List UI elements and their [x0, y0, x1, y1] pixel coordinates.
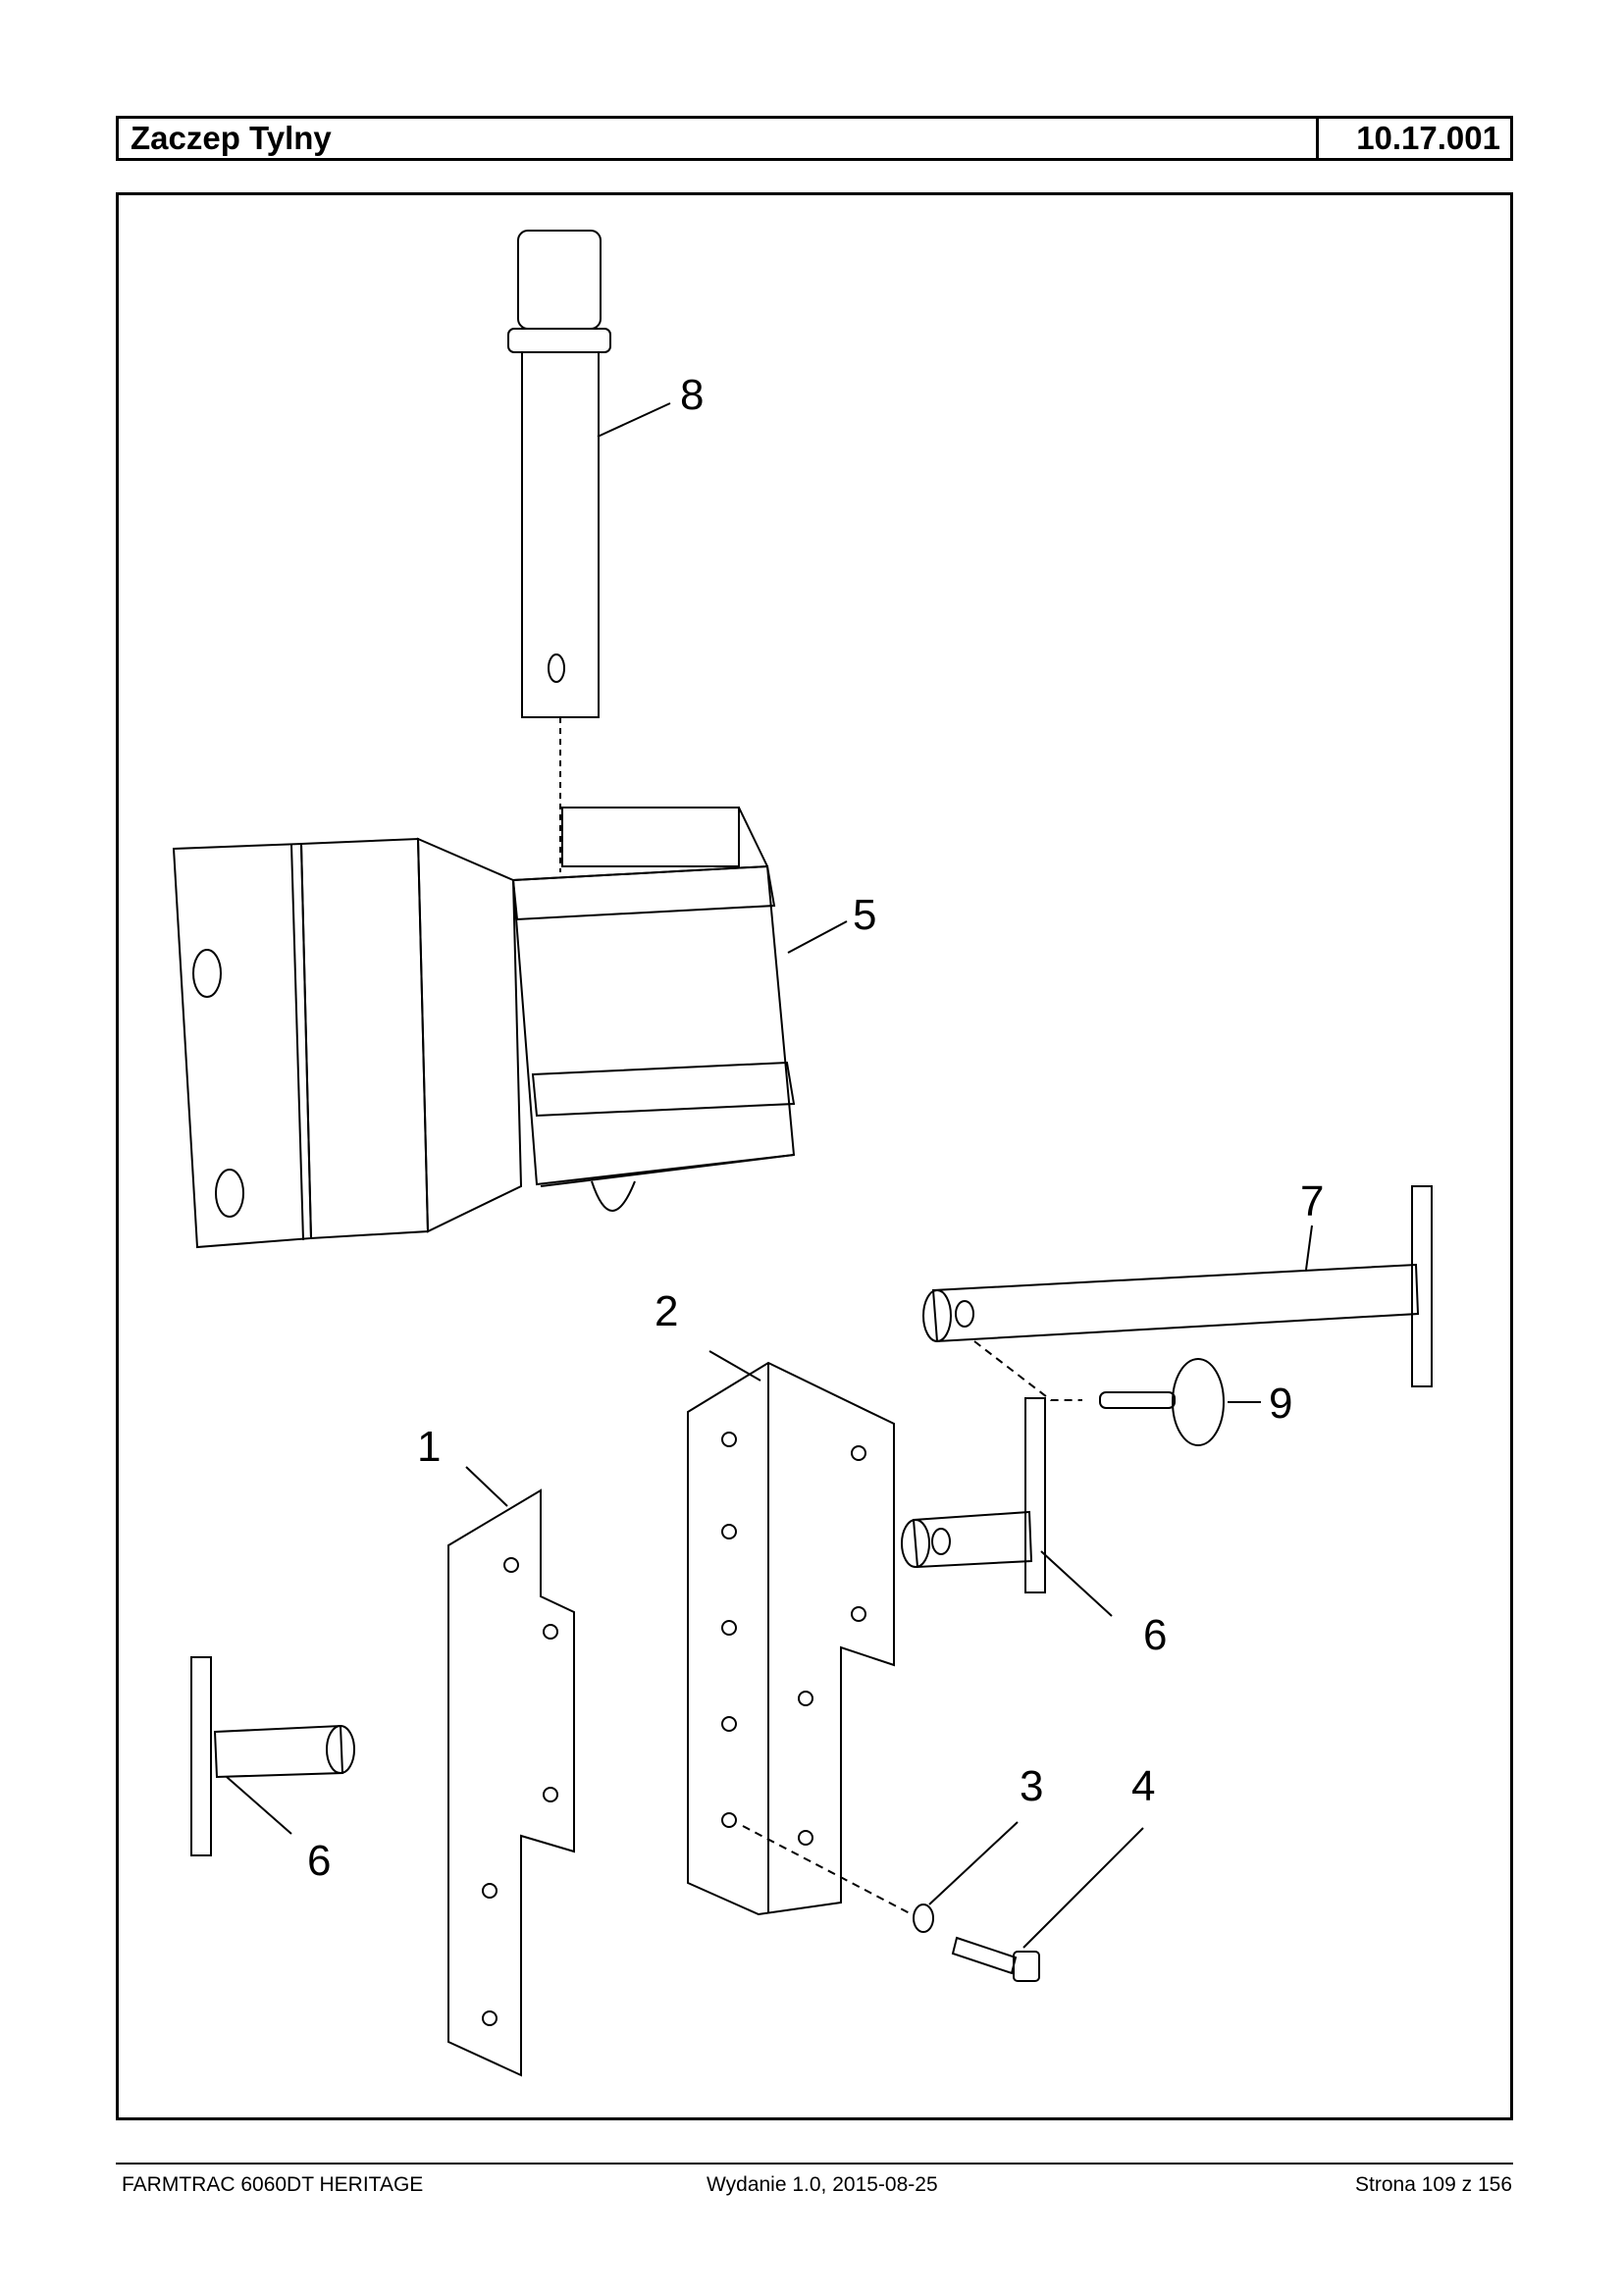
callout-1: 1	[417, 1423, 441, 1471]
page-title: Zaczep Tylny	[119, 119, 1319, 158]
footer-page-number: Strona 109 z 156	[1355, 2173, 1512, 2196]
callout-7: 7	[1300, 1177, 1324, 1226]
part-6-right-pin	[901, 1397, 1113, 1617]
parts-illustration: 8 5 7 2 9 1 6 6 3 4	[172, 230, 1433, 2077]
part-3-washer	[913, 1821, 1019, 1933]
exploded-parts-drawing: 8 5 7 2 9 1 6 6 3 4	[116, 192, 1513, 2120]
callout-4: 4	[1131, 1762, 1155, 1810]
part-5-housing	[172, 807, 848, 1249]
callout-8: 8	[680, 371, 704, 419]
callout-6-right: 6	[1143, 1611, 1167, 1659]
header-bar: Zaczep Tylny 10.17.001	[116, 116, 1513, 161]
callout-2: 2	[655, 1287, 678, 1335]
footer-model: FARMTRAC 6060DT HERITAGE	[122, 2173, 424, 2196]
footer-divider	[116, 2163, 1513, 2165]
section-code: 10.17.001	[1356, 120, 1500, 156]
part-6-left-pin	[190, 1656, 355, 1856]
part-9-ring-pin	[1099, 1358, 1261, 1446]
part-7-pin	[922, 1185, 1433, 1401]
part-2-bracket	[687, 1350, 913, 1916]
part-1-bracket	[447, 1466, 575, 2077]
callout-5: 5	[853, 891, 876, 939]
footer-edition: Wydanie 1.0, 2015-08-25	[707, 2173, 938, 2196]
callout-9: 9	[1269, 1380, 1292, 1428]
part-8-pin	[507, 230, 671, 872]
part-4-bolt	[951, 1827, 1144, 1982]
callout-6-left: 6	[307, 1837, 331, 1885]
callout-3: 3	[1020, 1762, 1043, 1810]
